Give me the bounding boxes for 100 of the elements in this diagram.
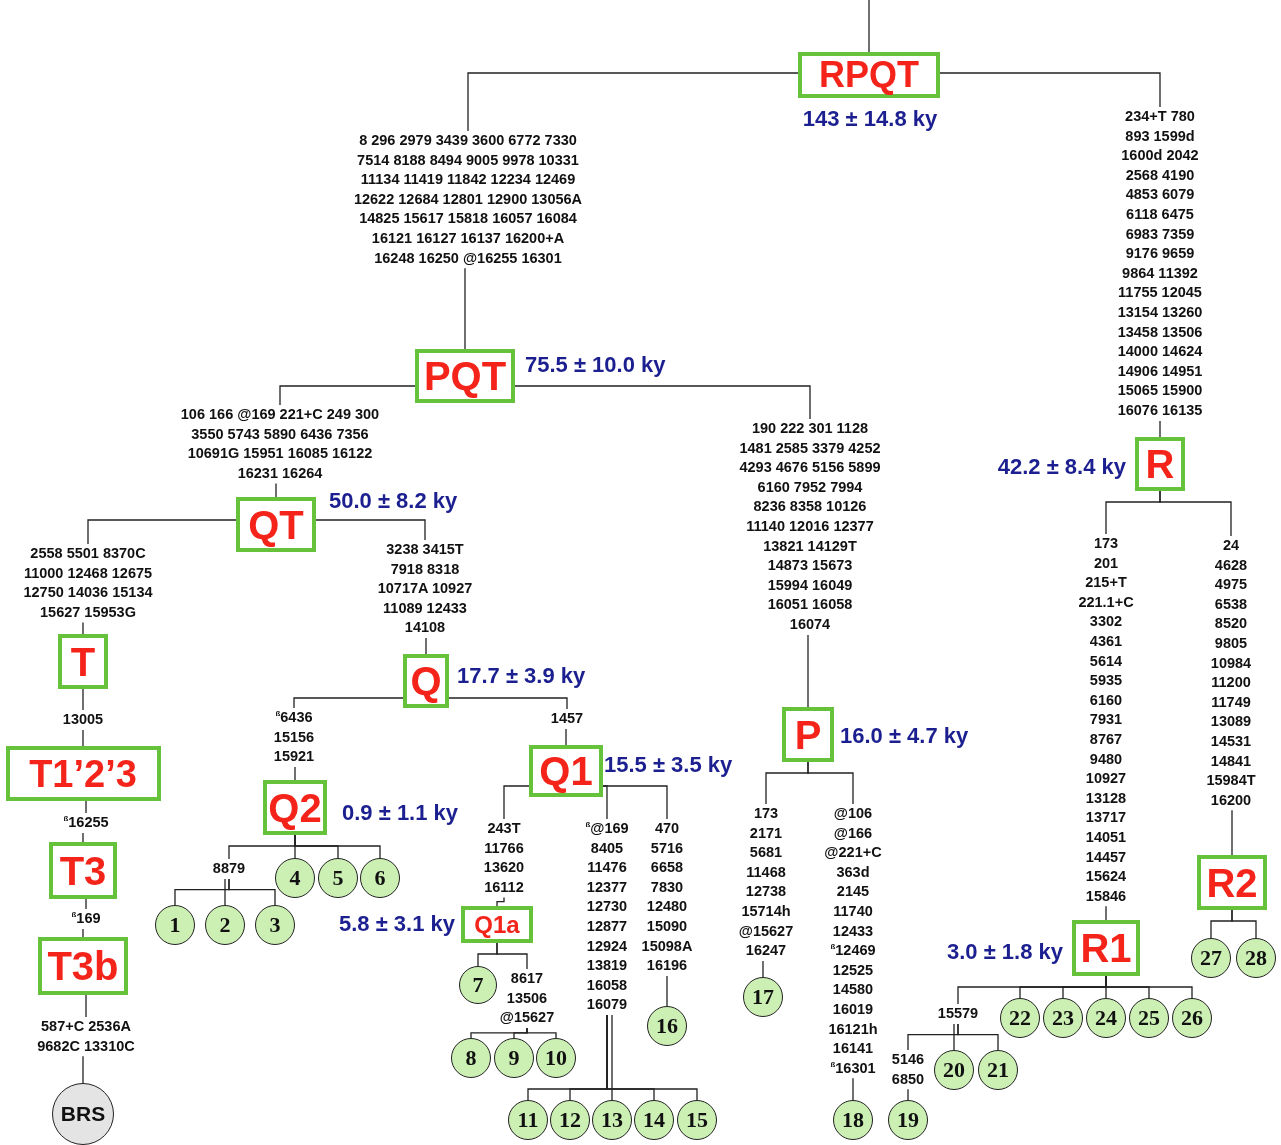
- sample-circle: 18: [833, 1100, 873, 1140]
- haplogroup-box: R2: [1197, 855, 1267, 910]
- haplogroup-box: PQT: [415, 349, 515, 403]
- branch-line: [275, 482, 277, 498]
- sample-circle: 3: [255, 905, 295, 945]
- branch-line: [224, 877, 226, 906]
- branch-line: [807, 633, 809, 708]
- sample-circle: 27: [1191, 938, 1231, 978]
- branch-line: [957, 1022, 999, 1051]
- branch-line: [953, 1022, 955, 1051]
- sample-circle: 1: [155, 905, 195, 945]
- age-estimate: 15.5 ± 3.5 ky: [604, 751, 733, 779]
- sample-circle: 25: [1129, 998, 1169, 1038]
- sample-circle: 23: [1043, 998, 1083, 1038]
- branch-line: [315, 519, 426, 541]
- root-sample-circle: BRS: [52, 1083, 114, 1145]
- sample-circle: 22: [1000, 998, 1040, 1038]
- branch-line: [464, 267, 466, 350]
- sample-circle: 20: [934, 1050, 974, 1090]
- branch-line: [448, 697, 568, 710]
- branch-line: [467, 72, 799, 132]
- sample-circle: 4: [275, 858, 315, 898]
- branch-line: [85, 994, 87, 1018]
- branch-line: [1159, 419, 1161, 438]
- branch-line: [852, 1077, 854, 1101]
- haplogroup-box: RPQT: [798, 52, 940, 98]
- age-estimate: 42.2 ± 8.4 ky: [997, 453, 1126, 481]
- haplogroup-box: T3: [49, 842, 117, 899]
- branch-line: [514, 385, 811, 420]
- branch-line: [496, 942, 528, 970]
- haplogroup-box: T1’2’3: [5, 746, 161, 801]
- sample-circle: 17: [743, 977, 783, 1017]
- branch-line: [82, 831, 84, 843]
- sample-circle: 19: [888, 1100, 928, 1140]
- sample-circle: 26: [1172, 998, 1212, 1038]
- sample-circle: 7: [459, 966, 497, 1004]
- branch-line: [1231, 909, 1257, 939]
- sample-circle: 5: [318, 858, 358, 898]
- age-estimate: 16.0 ± 4.7 ky: [840, 722, 969, 750]
- branch-line: [294, 766, 296, 781]
- branch-line: [82, 728, 84, 747]
- branch-line: [82, 688, 84, 711]
- sample-circle: 8: [451, 1038, 491, 1078]
- branch-line: [82, 1055, 84, 1084]
- branch-line: [85, 898, 87, 910]
- branch-line: [762, 960, 764, 978]
- sample-circle: 16: [647, 1006, 687, 1046]
- haplogroup-box: Q1a: [461, 906, 533, 943]
- sample-circle: 10: [536, 1038, 576, 1078]
- sample-circle: 21: [978, 1050, 1018, 1090]
- age-estimate: 5.8 ± 3.1 ky: [338, 910, 455, 938]
- age-estimate: 3.0 ± 1.8 ky: [946, 938, 1063, 966]
- branch-line: [85, 800, 87, 814]
- branch-line: [1231, 809, 1233, 856]
- branch-line: [807, 761, 854, 805]
- sample-circle: 12: [550, 1100, 590, 1140]
- branch-line: [1105, 975, 1193, 999]
- branch-line: [496, 896, 505, 907]
- branch-line: [82, 621, 84, 635]
- sample-circle: 6: [360, 858, 400, 898]
- branch-line: [293, 697, 404, 709]
- mutation-list: $^{ß}$6436 15156 15921: [271, 708, 317, 767]
- branch-line: [606, 1014, 698, 1101]
- branch-line: [602, 785, 668, 820]
- branch-line: [611, 1014, 613, 1101]
- branch-line: [425, 637, 427, 655]
- branch-line: [526, 1027, 557, 1039]
- mutation-list: $^{ß}$16255: [61, 813, 111, 833]
- branch-line: [868, 0, 870, 53]
- sample-circle: 11: [508, 1100, 548, 1140]
- sample-circle: 13: [592, 1100, 632, 1140]
- mutation-list: $^{ß}$169: [69, 909, 103, 929]
- haplogroup-box: Q1: [529, 745, 603, 797]
- branch-line: [939, 72, 1161, 108]
- haplogroup-box: Q: [403, 654, 449, 708]
- haplogroup-box: T: [58, 634, 108, 689]
- sample-circle: 24: [1086, 998, 1126, 1038]
- branch-line: [1105, 905, 1107, 921]
- haplogroup-box: T3b: [38, 937, 128, 995]
- sample-circle: 2: [205, 905, 245, 945]
- age-estimate: 17.7 ± 3.9 ky: [457, 662, 586, 690]
- branch-line: [565, 727, 567, 746]
- age-estimate: 75.5 ± 10.0 ky: [525, 351, 666, 379]
- age-estimate: 50.0 ± 8.2 ky: [329, 487, 458, 515]
- haplogroup-box: Q2: [263, 780, 327, 835]
- branch-line: [87, 519, 237, 545]
- haplogroup-box: QT: [236, 497, 316, 552]
- sample-circle: 9: [494, 1038, 534, 1078]
- age-estimate: 0.9 ± 1.1 ky: [342, 799, 459, 827]
- haplogroup-box: P: [782, 707, 834, 762]
- branch-line: [666, 975, 668, 1007]
- branch-line: [228, 877, 276, 906]
- branch-line: [907, 1088, 909, 1101]
- branch-line: [82, 927, 84, 938]
- haplogroup-box: R1: [1072, 920, 1140, 976]
- branch-line: [503, 785, 530, 820]
- sample-circle: 28: [1236, 938, 1276, 978]
- branch-line: [294, 834, 381, 859]
- age-estimate: 143 ± 14.8 ky: [802, 105, 938, 133]
- haplogroup-box: R: [1135, 437, 1185, 491]
